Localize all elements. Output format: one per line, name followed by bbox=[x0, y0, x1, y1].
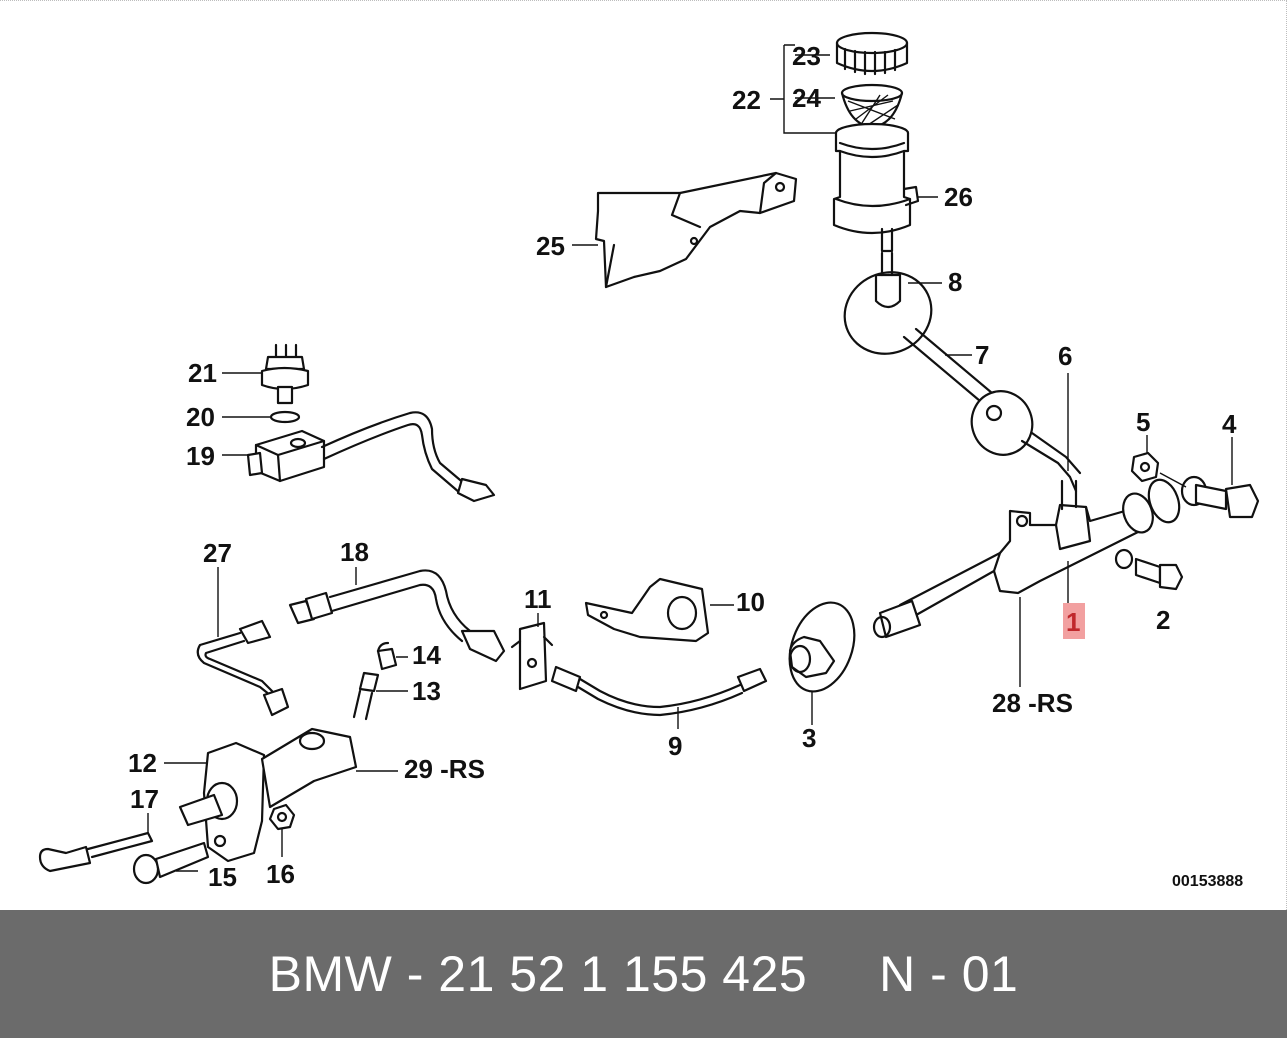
label-29: 29 -RS bbox=[404, 754, 485, 784]
label-9: 9 bbox=[668, 731, 682, 761]
label-3: 3 bbox=[802, 723, 816, 753]
label-8: 8 bbox=[948, 267, 962, 297]
seal-ring-20 bbox=[269, 410, 301, 424]
label-19: 19 bbox=[186, 441, 215, 471]
label-26: 26 bbox=[944, 182, 973, 212]
nut-5 bbox=[1130, 451, 1160, 483]
boot-3 bbox=[788, 601, 856, 693]
bolt-2 bbox=[1114, 548, 1184, 591]
label-1-highlight bbox=[1063, 603, 1085, 639]
reference-number: 00153888 bbox=[1172, 873, 1243, 890]
part-number-text: BMW - 21 52 1 155 425 N - 01 bbox=[268, 946, 1019, 1002]
bolt-15 bbox=[132, 841, 210, 885]
label-17: 17 bbox=[130, 784, 159, 814]
bracket-10 bbox=[584, 577, 710, 643]
label-25: 25 bbox=[536, 231, 565, 261]
cap-14 bbox=[376, 641, 398, 671]
diagram-drawing: 1 2 3 4 5 6 7 8 9 10 11 12 13 14 15 16 1… bbox=[38, 31, 1260, 892]
label-6: 6 bbox=[1058, 341, 1072, 371]
label-10: 10 bbox=[736, 587, 765, 617]
label-21: 21 bbox=[188, 358, 217, 388]
pushrod-17 bbox=[38, 831, 154, 873]
hose-18 bbox=[288, 569, 506, 663]
reservoir-body bbox=[832, 122, 920, 253]
parts-diagram: 1 2 3 4 5 6 7 8 9 10 11 12 13 14 15 16 1… bbox=[0, 0, 1287, 910]
label-15: 15 bbox=[208, 862, 237, 892]
label-20: 20 bbox=[186, 402, 215, 432]
label-22: 22 bbox=[732, 85, 761, 115]
hose-7 bbox=[902, 327, 1082, 493]
bracket-25 bbox=[594, 171, 798, 289]
label-16: 16 bbox=[266, 859, 295, 889]
label-24: 24 bbox=[792, 83, 821, 113]
hose-seal-8 bbox=[843, 251, 933, 355]
callout-labels: 1 2 3 4 5 6 7 8 9 10 11 12 13 14 15 16 1… bbox=[128, 41, 1243, 892]
part-number-banner: BMW - 21 52 1 155 425 N - 01 bbox=[0, 910, 1287, 1038]
label-2: 2 bbox=[1156, 605, 1170, 635]
label-11: 11 bbox=[524, 584, 552, 614]
pipe-19-line bbox=[320, 411, 496, 503]
clip-11 bbox=[510, 621, 554, 691]
nut-16 bbox=[268, 803, 296, 831]
label-14: 14 bbox=[412, 640, 441, 670]
pipe-27 bbox=[196, 619, 290, 717]
label-27: 27 bbox=[203, 538, 232, 568]
label-23: 23 bbox=[792, 41, 821, 71]
label-13: 13 bbox=[412, 676, 441, 706]
adapter-19 bbox=[246, 429, 326, 483]
label-28: 28 -RS bbox=[992, 688, 1073, 718]
reservoir-cap bbox=[835, 31, 909, 76]
label-1: 1 bbox=[1066, 607, 1080, 637]
bolt-4 bbox=[1194, 483, 1260, 519]
label-4: 4 bbox=[1222, 409, 1237, 439]
pipe-9 bbox=[550, 665, 768, 717]
label-7: 7 bbox=[975, 340, 989, 370]
pressure-switch-21 bbox=[260, 343, 310, 405]
label-12: 12 bbox=[128, 748, 157, 778]
bleed-valve-13 bbox=[352, 671, 380, 721]
reservoir-strainer bbox=[840, 83, 904, 129]
label-18: 18 bbox=[340, 537, 369, 567]
slave-cylinder bbox=[178, 727, 358, 863]
label-5: 5 bbox=[1136, 407, 1150, 437]
